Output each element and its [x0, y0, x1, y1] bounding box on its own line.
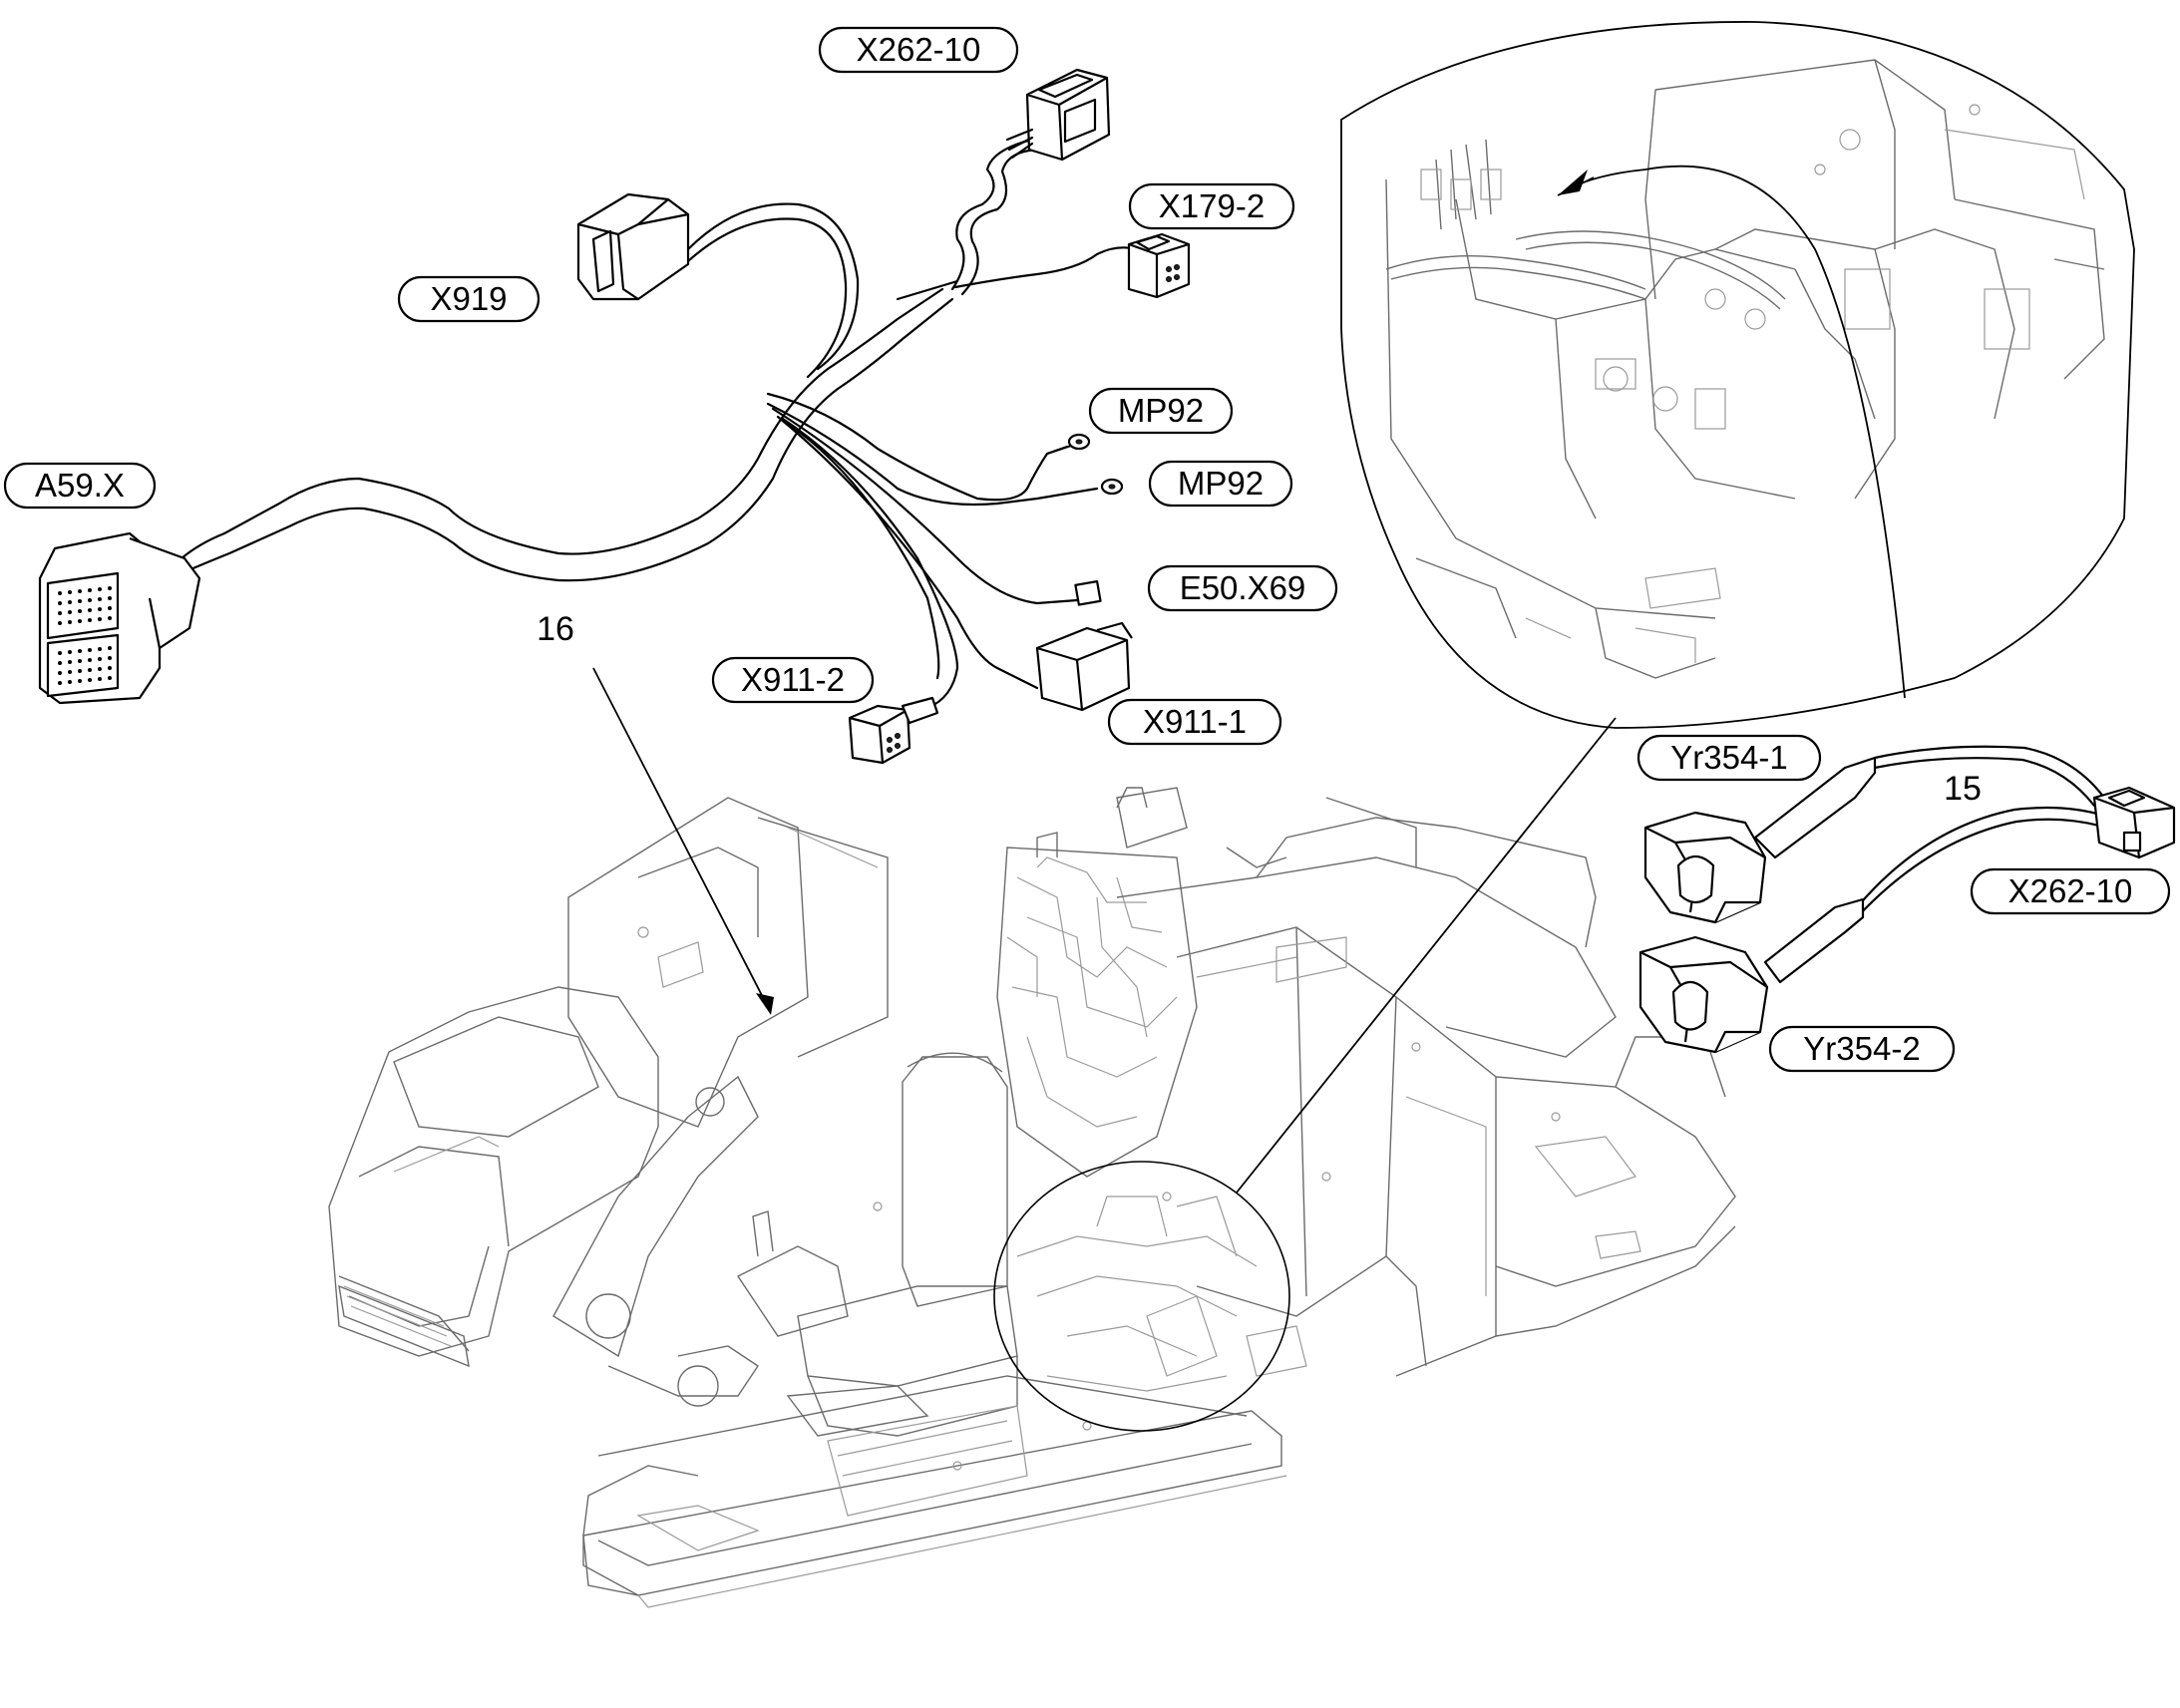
connector-x911-1: [1035, 621, 1133, 712]
label-e50x69: E50.X69: [1147, 564, 1338, 612]
label-x911-2: X911-2: [711, 656, 875, 704]
connector-x911-2: [848, 696, 939, 765]
label-x262-10-top: X262-10: [818, 26, 1019, 74]
label-x911-1-text: X911-1: [1143, 703, 1247, 740]
harness-15: [1753, 745, 2106, 984]
connector-x179-2: [1127, 232, 1191, 299]
label-mp92-a: MP92: [1088, 387, 1234, 435]
zoom-source-circle: [993, 1161, 1290, 1432]
connector-x919: [576, 192, 690, 301]
connector-a59x: [38, 531, 201, 705]
ring-terminal-mp92-a: [1045, 433, 1091, 456]
callout-16-leader: [592, 667, 774, 1015]
connector-x262-10-top: [1005, 68, 1111, 162]
label-mp92-b-text: MP92: [1178, 465, 1264, 502]
harness-16: [180, 138, 1139, 710]
callout-16: 16: [537, 610, 574, 648]
connector-e50x69: [1074, 579, 1102, 606]
label-yr354-2: Yr354-2: [1768, 1025, 1956, 1073]
callout-15: 15: [1944, 770, 1982, 808]
connector-x262-10-right: [2092, 786, 2176, 859]
connector-yr354-1: [1643, 811, 1767, 924]
zoom-leader-left: [1236, 717, 1617, 1194]
label-a59x: A59.X: [3, 462, 157, 510]
label-x919: X919: [397, 275, 541, 323]
label-x179-2-text: X179-2: [1159, 187, 1265, 224]
label-x262-10-right: X262-10: [1970, 867, 2171, 915]
zoom-detail: [1340, 21, 2135, 729]
label-x911-1: X911-1: [1107, 698, 1282, 746]
label-x911-2-text: X911-2: [741, 661, 845, 698]
ring-terminal-mp92-b: [1100, 478, 1124, 496]
label-a59x-text: A59.X: [35, 467, 125, 504]
label-mp92-a-text: MP92: [1118, 392, 1204, 429]
label-x919-text: X919: [430, 280, 507, 317]
label-x262-10-top-text: X262-10: [857, 31, 981, 68]
label-mp92-b: MP92: [1148, 460, 1293, 508]
label-x262-10-right-text: X262-10: [2008, 872, 2133, 909]
label-yr354-2-text: Yr354-2: [1803, 1030, 1920, 1067]
label-x179-2: X179-2: [1128, 182, 1295, 230]
label-yr354-1-text: Yr354-1: [1670, 739, 1787, 776]
machine-frame: [328, 787, 1736, 1608]
label-yr354-1: Yr354-1: [1636, 734, 1822, 782]
connector-labels: X262-10 X179-2 X919 A59.X MP92 MP92 E50.…: [3, 26, 2171, 1073]
connector-yr354-2: [1638, 935, 1769, 1054]
label-e50x69-text: E50.X69: [1180, 569, 1306, 606]
